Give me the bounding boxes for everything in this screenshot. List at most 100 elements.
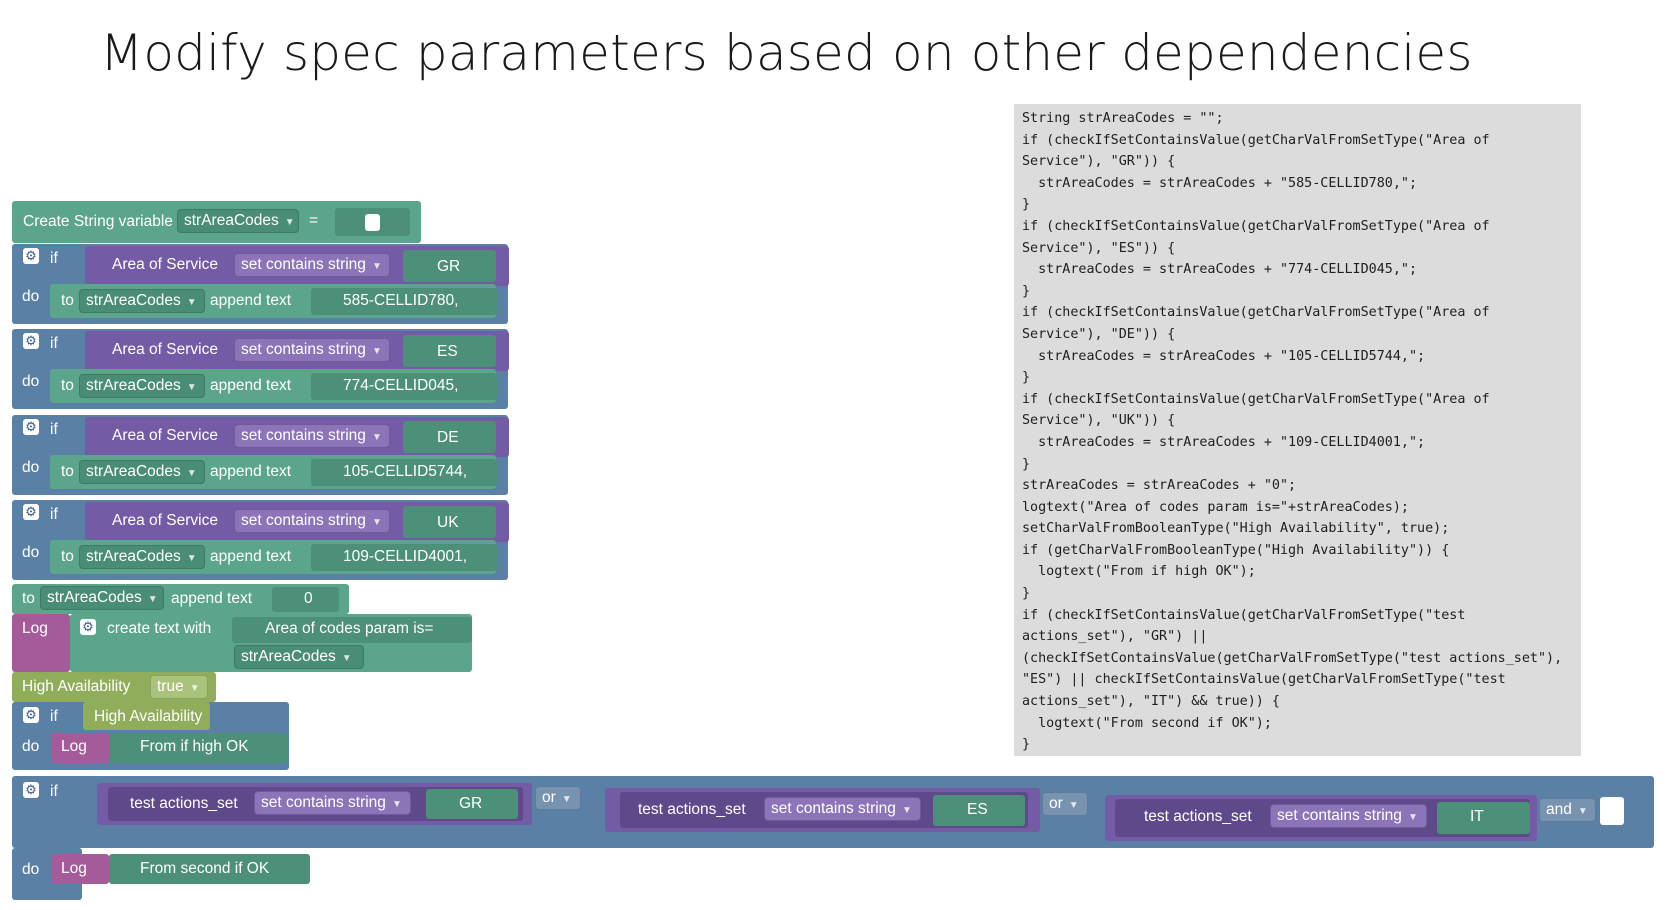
- code-line: strAreaCodes = strAreaCodes + "585-CELLI…: [1022, 175, 1418, 191]
- do-keyword: do: [22, 738, 40, 755]
- chevron-down-icon: ▼: [371, 261, 382, 272]
- empty-text-value[interactable]: [365, 214, 380, 231]
- and-dropdown-label: and: [1546, 801, 1572, 818]
- text-block[interactable]: [403, 421, 496, 453]
- true-dropdown-label: true: [157, 678, 184, 695]
- log-label: Log: [22, 620, 48, 637]
- to-keyword: to: [22, 590, 35, 607]
- set-contains-dropdown-label: set contains string: [241, 256, 366, 273]
- area-of-service-label: Area of Service: [112, 512, 218, 529]
- zero-value: 0: [304, 590, 313, 607]
- condition-value: ES: [437, 343, 458, 360]
- if-keyword: if: [50, 783, 58, 800]
- chevron-down-icon: ▼: [147, 594, 158, 605]
- or-dropdown[interactable]: or▼: [535, 786, 581, 810]
- or-dropdown-label: or: [1049, 795, 1063, 812]
- do-keyword: do: [22, 861, 40, 878]
- chevron-down-icon: ▼: [371, 346, 382, 357]
- text-block[interactable]: [311, 373, 497, 400]
- variable-dropdown[interactable]: strAreaCodes▼: [40, 586, 164, 610]
- code-line: }: [1022, 586, 1031, 602]
- gear-icon[interactable]: ⚙: [23, 419, 39, 435]
- chevron-down-icon: ▼: [186, 297, 197, 308]
- text-block[interactable]: [311, 459, 497, 486]
- chevron-down-icon: ▼: [186, 468, 197, 479]
- log-block[interactable]: [51, 854, 109, 884]
- high-availability-label: High Availability: [22, 678, 131, 695]
- code-line: logtext("Area of codes param is="+strAre…: [1022, 499, 1409, 515]
- to-keyword: to: [61, 548, 74, 565]
- append-text-label: append text: [210, 377, 292, 394]
- code-line: }: [1022, 197, 1031, 213]
- variable-dropdown[interactable]: strAreaCodes▼: [177, 209, 299, 233]
- chevron-down-icon: ▼: [371, 517, 382, 528]
- and-dropdown[interactable]: and▼: [1539, 798, 1596, 822]
- chevron-down-icon: ▼: [189, 683, 200, 694]
- code-line: strAreaCodes = strAreaCodes + "0";: [1022, 478, 1297, 494]
- or-dropdown[interactable]: or▼: [1042, 792, 1088, 816]
- code-line: actions_set"), "GR") ||: [1022, 629, 1208, 645]
- gear-icon[interactable]: ⚙: [23, 782, 39, 798]
- log-block[interactable]: [51, 733, 109, 763]
- variable-dropdown[interactable]: strAreaCodes▼: [79, 374, 205, 398]
- code-line: strAreaCodes = strAreaCodes + "109-CELLI…: [1022, 434, 1426, 450]
- set-contains-dropdown[interactable]: set contains string▼: [234, 338, 390, 362]
- variable-dropdown-label: strAreaCodes: [86, 463, 181, 480]
- text-block[interactable]: [1437, 802, 1530, 834]
- text-block[interactable]: [403, 335, 496, 367]
- set-contains-dropdown[interactable]: set contains string ▼: [254, 791, 411, 815]
- text-block[interactable]: [311, 288, 497, 315]
- chevron-down-icon: ▼: [391, 799, 402, 810]
- test-actions-label: test actions_set: [638, 801, 746, 818]
- set-contains-dropdown[interactable]: set contains string ▼: [234, 253, 390, 277]
- set-contains-dropdown[interactable]: set contains string▼: [234, 509, 390, 533]
- set-contains-dropdown[interactable]: set contains string▼: [234, 424, 390, 448]
- create-text-label: create text with: [107, 620, 212, 637]
- true-dropdown[interactable]: true ▼: [150, 675, 208, 699]
- gear-icon[interactable]: ⚙: [80, 619, 96, 635]
- gear-icon[interactable]: ⚙: [23, 504, 39, 520]
- set-contains-dropdown[interactable]: set contains string▼: [764, 797, 921, 821]
- gear-icon[interactable]: ⚙: [23, 248, 39, 264]
- variable-dropdown[interactable]: strAreaCodes▼: [79, 289, 205, 313]
- equals-sign: =: [309, 212, 319, 229]
- chevron-down-icon: ▼: [561, 794, 572, 805]
- code-value: 105-CELLID5744,: [343, 463, 468, 480]
- log-text-value: Area of codes param is=: [265, 620, 434, 637]
- text-block[interactable]: [311, 544, 497, 571]
- text-block[interactable]: [232, 617, 472, 643]
- chevron-down-icon: ▼: [341, 653, 352, 664]
- gear-icon[interactable]: ⚙: [23, 707, 39, 723]
- gear-icon[interactable]: ⚙: [23, 333, 39, 349]
- text-block[interactable]: [109, 854, 310, 884]
- chevron-down-icon: ▼: [284, 217, 295, 228]
- set-contains-dropdown[interactable]: set contains string▼: [1270, 804, 1427, 828]
- text-block[interactable]: [272, 587, 339, 612]
- variable-dropdown[interactable]: strAreaCodes▼: [79, 545, 205, 569]
- get-boolean-block[interactable]: [83, 702, 210, 730]
- append-text-label: append text: [210, 463, 292, 480]
- text-block[interactable]: [426, 789, 518, 819]
- area-of-service-label: Area of Service: [112, 256, 218, 273]
- variable-dropdown[interactable]: strAreaCodes ▼: [79, 460, 205, 484]
- create-variable-label: Create String variable: [23, 213, 173, 230]
- text-block[interactable]: [403, 506, 496, 538]
- text-block[interactable]: [109, 733, 287, 763]
- append-text-label: append text: [210, 292, 292, 309]
- chevron-down-icon: ▼: [1407, 812, 1418, 823]
- set-contains-dropdown-label: set contains string: [261, 794, 386, 811]
- append-text-label: append text: [171, 590, 253, 607]
- code-line: }: [1022, 737, 1031, 753]
- log-block[interactable]: [12, 614, 70, 672]
- do-keyword: do: [22, 288, 40, 305]
- empty-input-slot[interactable]: [1600, 797, 1624, 825]
- if-keyword: if: [50, 250, 58, 267]
- variable-dropdown[interactable]: strAreaCodes▼: [234, 645, 364, 669]
- variable-dropdown-label: strAreaCodes: [86, 377, 181, 394]
- it-value: IT: [1470, 808, 1484, 825]
- code-line: logtext("From if high OK");: [1022, 564, 1256, 580]
- log-label: Log: [61, 860, 87, 877]
- code-line: strAreaCodes = strAreaCodes + "774-CELLI…: [1022, 262, 1418, 278]
- text-block[interactable]: [933, 795, 1025, 826]
- text-block[interactable]: [403, 250, 496, 282]
